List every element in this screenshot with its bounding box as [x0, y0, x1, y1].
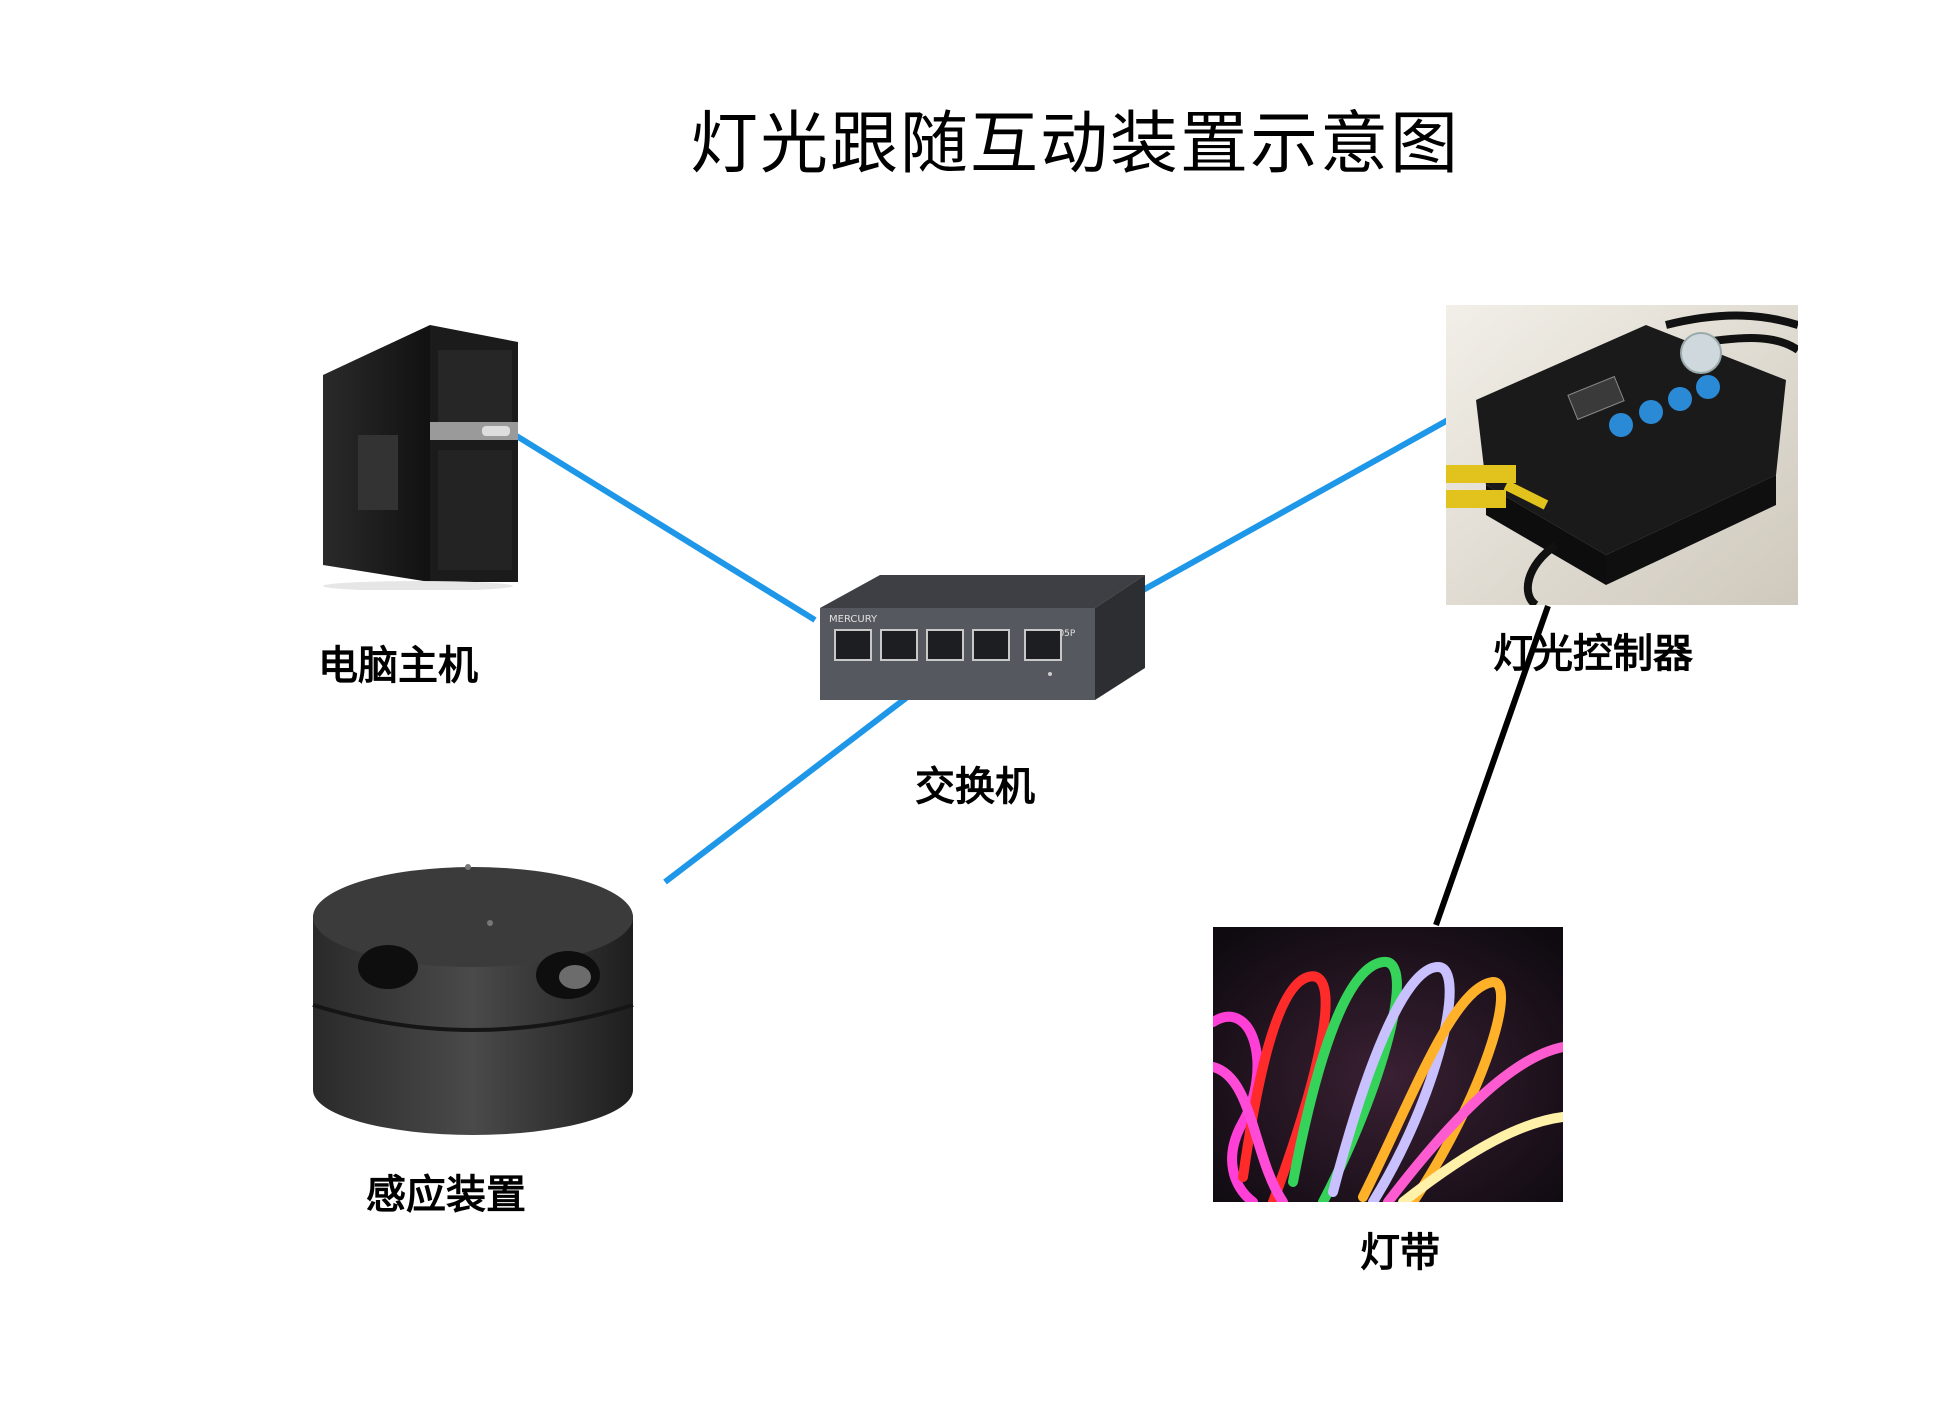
network-switch-icon: MERCURY S105P: [820, 575, 1145, 700]
switch-brand: MERCURY: [829, 614, 878, 625]
computer-label: 电脑主机: [318, 643, 478, 689]
computer-tower-icon: [323, 325, 518, 590]
sensor-label: 感应装置: [366, 1172, 526, 1218]
light-controller-icon: [1446, 305, 1798, 605]
strip-label: 灯带: [1360, 1230, 1440, 1276]
switch-label: 交换机: [915, 764, 1035, 810]
sensor-device-icon: [312, 864, 634, 1135]
led-strip-icon: [1213, 927, 1563, 1202]
page-title: 灯光跟随互动装置示意图: [690, 105, 1461, 184]
link-controller-strip: [1433, 605, 1551, 926]
controller-label: 灯光控制器: [1493, 631, 1693, 677]
link-switch-sensor: [663, 692, 912, 885]
link-computer-switch: [513, 432, 817, 623]
